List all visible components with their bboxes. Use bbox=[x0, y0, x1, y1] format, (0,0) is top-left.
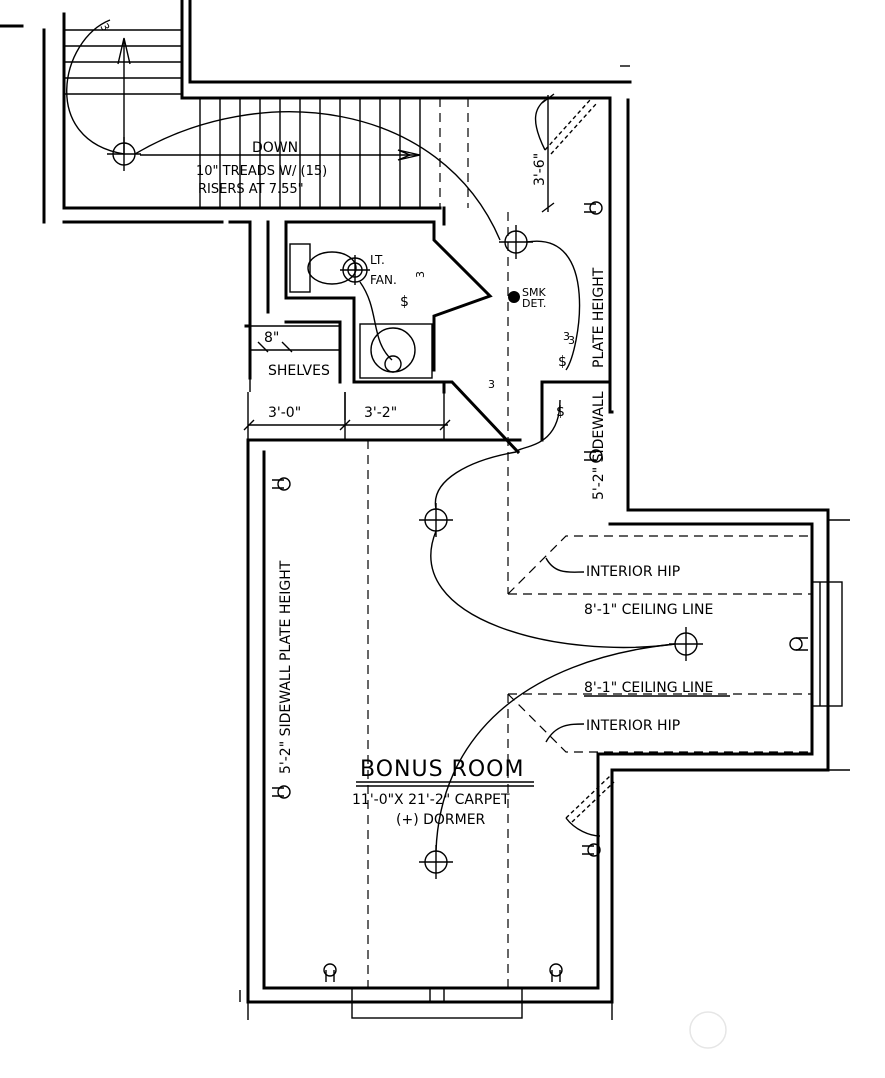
outlet-bottom-left bbox=[323, 963, 337, 982]
switch-three-way-2: $ bbox=[556, 404, 565, 420]
hip-leader-top bbox=[545, 557, 585, 573]
bonus-room-walls bbox=[239, 438, 850, 1020]
ceiling-lines bbox=[367, 212, 812, 988]
closet-depth-dim: 8" bbox=[264, 330, 279, 346]
switch-mark-3b: 3 bbox=[568, 334, 575, 347]
smoke-detector-label-2: DET. bbox=[522, 297, 546, 310]
lower-right-door bbox=[565, 775, 615, 837]
switch-three-way-1: $ bbox=[558, 354, 567, 370]
plate-height-upper-label: PLATE HEIGHT bbox=[591, 267, 607, 368]
stair-treads bbox=[64, 29, 469, 208]
bath-fan-wire bbox=[359, 281, 393, 361]
room-size: 11'-0"X 21'-2" CARPET bbox=[352, 792, 510, 808]
outlet-hall-mid bbox=[584, 449, 603, 463]
bottom-window bbox=[351, 987, 523, 1019]
shelves-label: SHELVES bbox=[268, 363, 330, 379]
switch-mark-3c: 3 bbox=[414, 271, 427, 278]
bath-switch: $ bbox=[400, 294, 409, 310]
room-name: BONUS ROOM bbox=[360, 757, 524, 782]
outlet-hall-top bbox=[584, 201, 603, 215]
svg-text:$: $ bbox=[556, 404, 565, 420]
stair-walls bbox=[0, 0, 632, 224]
plate-height-left-label: 5'-2" SIDEWALL PLATE HEIGHT bbox=[278, 560, 294, 774]
door-width-dim: 3'-6" bbox=[532, 153, 548, 186]
outlet-left-bottom bbox=[272, 785, 291, 799]
wire-dormer-to-lower bbox=[435, 643, 676, 852]
interior-hip-bottom-label: INTERIOR HIP bbox=[586, 718, 680, 734]
stair-treads-note: 10" TREADS W/ (15) bbox=[196, 164, 327, 179]
hall-switch-wire bbox=[526, 240, 581, 371]
ceiling-line-top-label: 8'-1" CEILING LINE bbox=[584, 602, 713, 618]
smoke-detector-label-1: SMK bbox=[522, 286, 546, 299]
hip-leader-bottom bbox=[545, 723, 585, 743]
closet bbox=[249, 325, 346, 420]
sidewall-upper-label: 5'-2" SIDEWALL bbox=[591, 391, 607, 500]
dormer-window bbox=[811, 581, 843, 707]
fan-label-1: LT. bbox=[370, 253, 385, 267]
outlet-right-dormer bbox=[789, 637, 808, 651]
switch-mark-3e: 3 bbox=[563, 330, 570, 343]
hall-walls bbox=[442, 96, 830, 512]
svg-text:$: $ bbox=[400, 294, 409, 310]
stair-risers-note: RISERS AT 7.55" bbox=[198, 182, 304, 197]
stair-direction-label: DOWN bbox=[252, 140, 298, 156]
closet-dim-right: 3'-2" bbox=[364, 405, 397, 421]
room-name-underline bbox=[356, 781, 534, 787]
fan-icon bbox=[340, 255, 370, 285]
hall-door bbox=[534, 93, 597, 213]
room-note: (+) DORMER bbox=[396, 812, 486, 828]
switch-mark-3d: 3 bbox=[488, 378, 495, 391]
fan-label-2: FAN. bbox=[370, 273, 397, 287]
stair-to-hall-wire bbox=[134, 111, 501, 241]
closet-dim-line bbox=[243, 392, 451, 440]
outlet-right-lower bbox=[582, 843, 601, 857]
stair-switch-wire bbox=[66, 19, 125, 155]
ceiling-line-bottom-label: 8'-1" CEILING LINE bbox=[584, 680, 713, 696]
smoke-detector-icon bbox=[508, 291, 520, 303]
wire-bonus-upper-to-dormer bbox=[430, 530, 676, 649]
hall-wire-lower bbox=[515, 399, 561, 453]
wire-hall-to-bonus bbox=[434, 451, 517, 510]
sink-icon bbox=[359, 323, 433, 379]
toilet-icon bbox=[289, 243, 357, 293]
outlet-bottom-right bbox=[549, 963, 563, 982]
svg-text:$: $ bbox=[558, 354, 567, 370]
interior-hip-top-label: INTERIOR HIP bbox=[586, 564, 680, 580]
switch-mark-3a: 3 bbox=[97, 21, 112, 34]
closet-dim-left: 3'-0" bbox=[268, 405, 301, 421]
watermark-circle bbox=[689, 1011, 727, 1049]
outlet-left-top bbox=[272, 477, 291, 491]
